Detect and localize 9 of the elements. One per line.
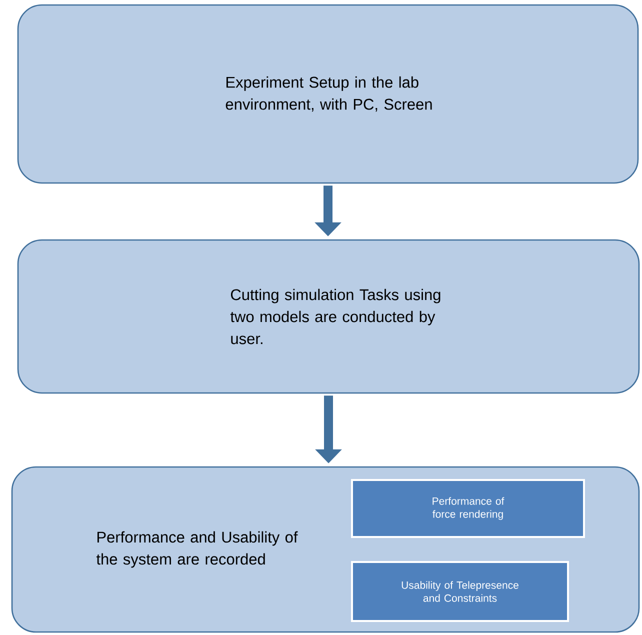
category-box [351, 561, 569, 622]
box-text: Experiment Setup in the lab environment, with PC, Screen [226, 76, 432, 112]
process-box [17, 239, 640, 394]
box-text: Cutting simulation Tasks using two models are conducted by user. [230, 288, 440, 344]
process-box [17, 4, 639, 184]
category-box [351, 479, 585, 538]
box-label: Performance of force rendering [432, 497, 504, 520]
box-label: Usability of Telepresence and Constraints [402, 581, 518, 602]
box-text: Performance and Usability of the system are recorded [96, 531, 298, 568]
